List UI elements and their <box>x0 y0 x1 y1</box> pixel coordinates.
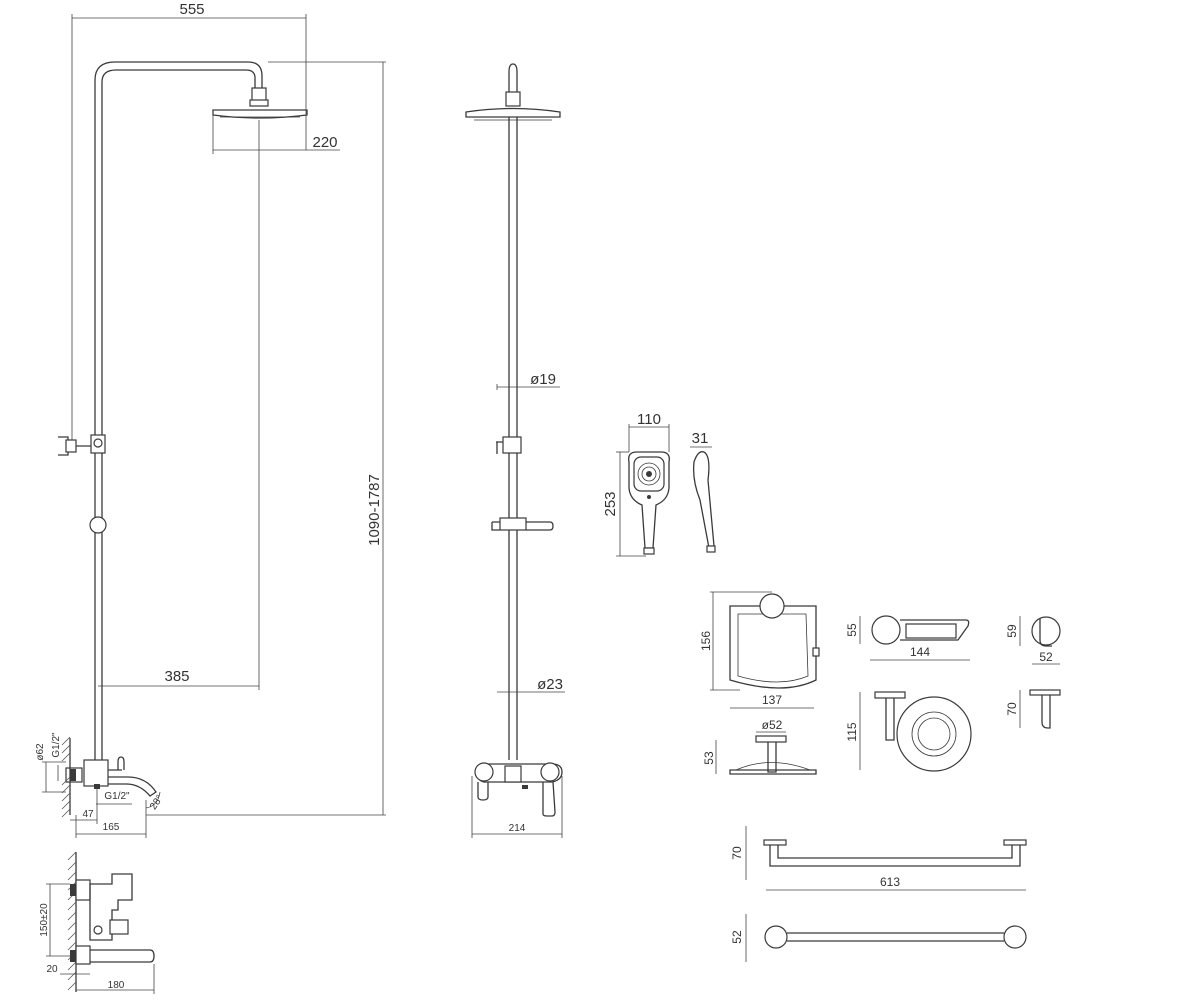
towel-rail: 70 613 52 <box>730 826 1027 962</box>
dim-pipe-upper-label: ø19 <box>530 371 556 388</box>
dim-soap-w-label: 144 <box>910 645 930 659</box>
dim-hand-width-label: 110 <box>637 411 661 428</box>
dim-thread-top-label: G1/2" <box>51 732 62 758</box>
hand-holder <box>499 517 527 531</box>
dim-paper-depth-label: 53 <box>702 751 716 765</box>
dim-soap-h-label: 55 <box>845 623 859 637</box>
dim-pipe-lower-label: ø23 <box>537 676 563 693</box>
robe-hook: 59 52 70 <box>1005 616 1061 729</box>
dim-rail-len-label: 613 <box>880 875 900 889</box>
soap-dish: 55 144 <box>845 615 970 661</box>
dim-glass-h-label: 115 <box>845 722 859 741</box>
hand-shower: 110 31 253 <box>602 411 716 557</box>
dim-165-label: 165 <box>103 822 120 833</box>
dim-height-label: 1090-1787 <box>366 474 383 546</box>
dim-150-label: 150±20 <box>39 903 50 937</box>
dim-214-label: 214 <box>509 823 526 834</box>
dim-thread-mid-label: G1/2" <box>104 791 130 802</box>
dim-220-label: 220 <box>312 134 337 151</box>
dim-hook-h-label: 59 <box>1005 624 1019 638</box>
dim-hand-depth-label: 31 <box>692 430 709 447</box>
dim-rail-depth-label: 70 <box>730 846 744 860</box>
dim-paper-w-label: 137 <box>762 693 782 707</box>
glass-holder: 115 <box>845 691 972 772</box>
paper-holder: 156 137 ø52 53 <box>699 591 820 775</box>
dim-rose-label: ø62 <box>35 743 46 761</box>
dim-385-label: 385 <box>164 668 189 685</box>
dim-20-label: 20 <box>46 964 58 975</box>
wall-mixer-detail: 150±20 20 180 <box>39 851 155 994</box>
dim-paper-h-label: 156 <box>699 631 713 651</box>
head-nut <box>249 99 269 107</box>
dim-555-label: 555 <box>179 1 204 18</box>
dim-hook-side-label: 70 <box>1005 702 1019 716</box>
shower-head-side <box>212 109 308 119</box>
spray-nozzles <box>637 462 661 486</box>
dim-rail-top-label: 52 <box>730 930 744 944</box>
shower-head-front <box>465 107 561 118</box>
dim-paper-dia-label: ø52 <box>762 718 783 732</box>
dim-hook-w-label: 52 <box>1039 650 1053 664</box>
mixer-body <box>83 759 109 787</box>
pipe-knob <box>89 516 107 534</box>
dim-180-label: 180 <box>108 980 125 991</box>
shower-front-view: ø19 ø23 214 <box>465 63 565 838</box>
shower-side-view: 555 220 1090-1787 385 ø62 G1/2" G1/2" 28… <box>35 1 386 838</box>
dim-47-label: 47 <box>82 809 94 820</box>
dim-hand-length-label: 253 <box>602 491 619 516</box>
